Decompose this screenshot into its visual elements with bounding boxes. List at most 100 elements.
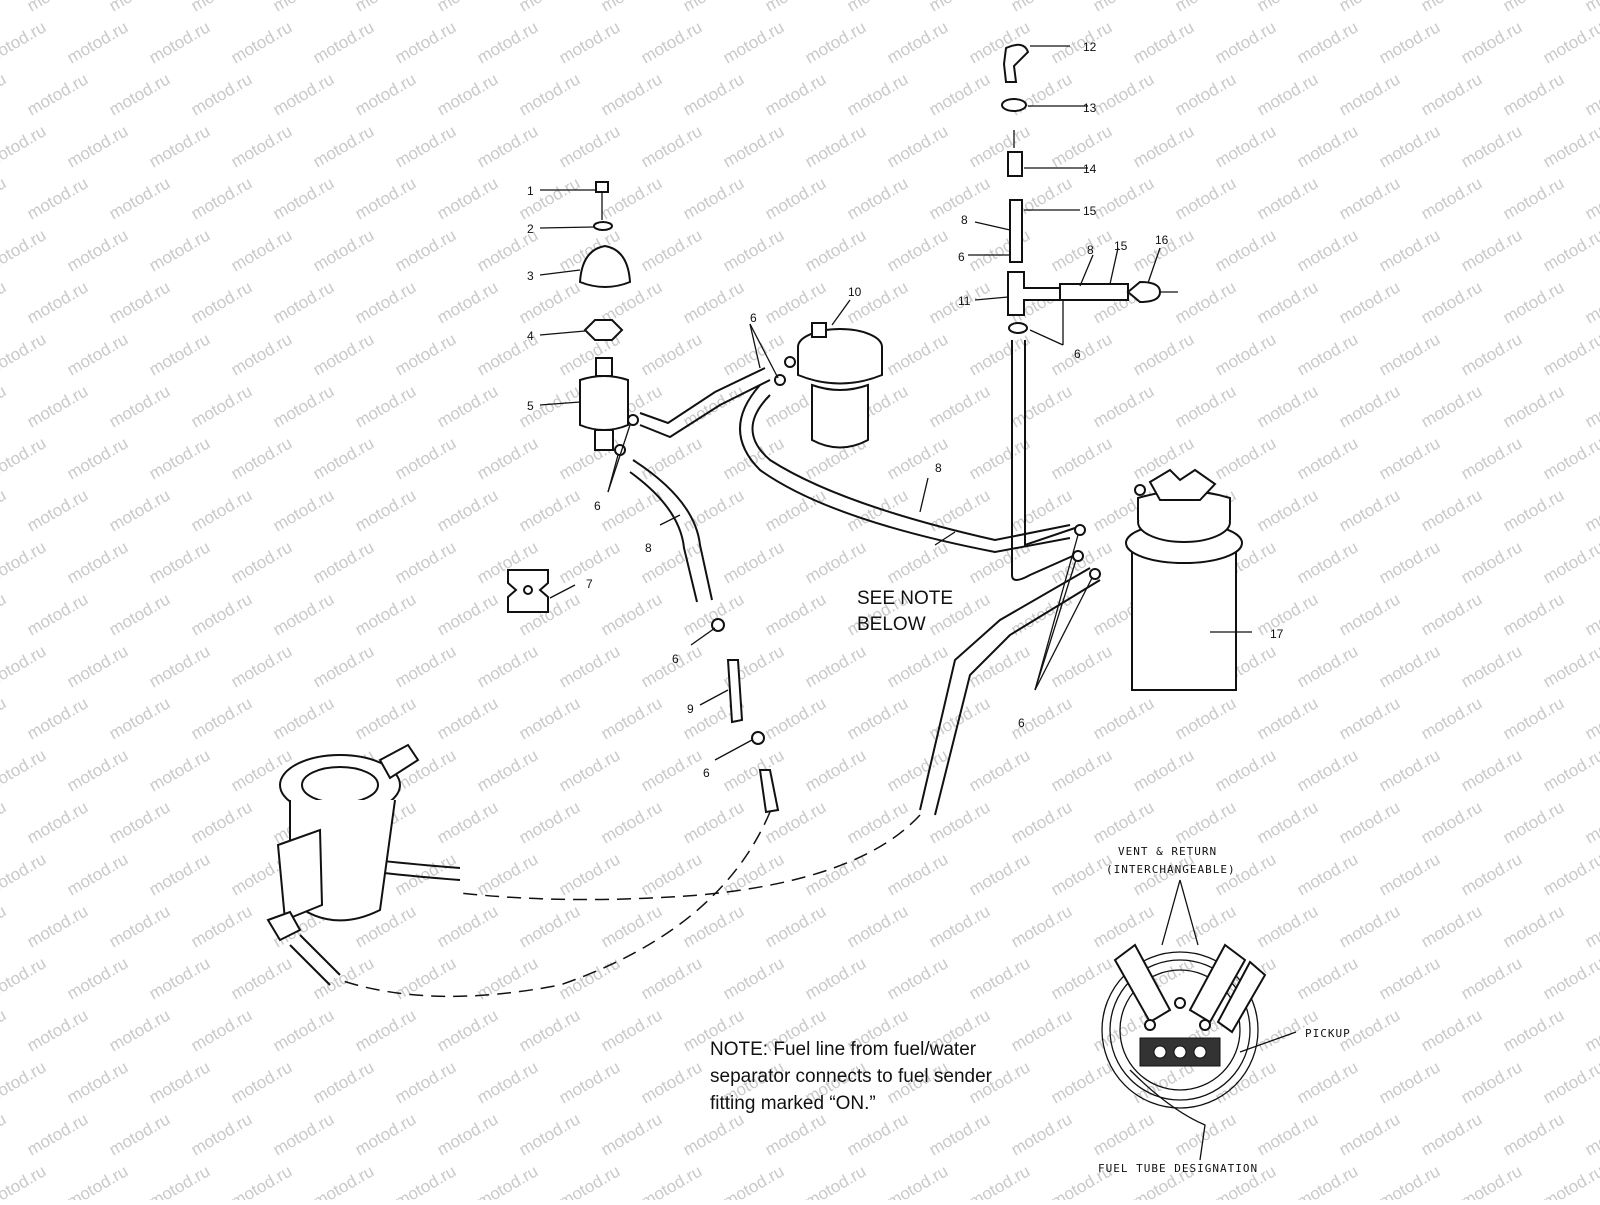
watermark-text: motod.ru: [188, 1005, 256, 1055]
watermark-text: motod.ru: [146, 641, 214, 691]
watermark-text: motod.ru: [1540, 1057, 1600, 1107]
watermark-text: motod.ru: [1582, 69, 1600, 119]
watermark-text: motod.ru: [310, 17, 378, 67]
watermark-text: motod.ru: [64, 121, 132, 171]
watermark-text: motod.ru: [844, 797, 912, 847]
callout-8: 8: [961, 213, 968, 227]
watermark-text: motod.ru: [598, 69, 666, 119]
watermark-text: motod.ru: [1294, 1057, 1362, 1107]
watermark-text: motod.ru: [434, 277, 502, 327]
watermark-text: motod.ru: [228, 953, 296, 1003]
watermark-text: motod.ru: [1254, 0, 1322, 15]
watermark-text: motod.ru: [966, 329, 1034, 379]
watermark-text: motod.ru: [1336, 173, 1404, 223]
watermark-text: motod.ru: [392, 1161, 460, 1200]
watermark-text: motod.ru: [106, 1109, 174, 1159]
watermark-text: motod.ru: [1376, 329, 1444, 379]
callout-15: 15: [1083, 204, 1097, 218]
watermark-text: motod.ru: [24, 277, 92, 327]
watermark-text: motod.ru: [1294, 1161, 1362, 1200]
watermark-text: motod.ru: [1540, 537, 1600, 587]
watermark-text: motod.ru: [352, 485, 420, 535]
watermark-text: motod.ru: [966, 225, 1034, 275]
watermark-text: motod.ru: [844, 1109, 912, 1159]
watermark-text: motod.ru: [434, 589, 502, 639]
watermark-text: motod.ru: [884, 849, 952, 899]
watermark-text: motod.ru: [434, 381, 502, 431]
watermark-text: motod.ru: [146, 121, 214, 171]
watermark-text: motod.ru: [966, 641, 1034, 691]
watermark-text: motod.ru: [1500, 277, 1568, 327]
watermark-text: motod.ru: [0, 17, 49, 67]
watermark-text: motod.ru: [1376, 953, 1444, 1003]
watermark-text: motod.ru: [1540, 849, 1600, 899]
watermark-text: motod.ru: [1090, 173, 1158, 223]
watermark-text: motod.ru: [392, 953, 460, 1003]
watermark-text: motod.ru: [1294, 121, 1362, 171]
watermark-text: motod.ru: [638, 745, 706, 795]
watermark-text: motod.ru: [352, 693, 420, 743]
watermark-text: motod.ru: [1458, 329, 1526, 379]
watermark-text: motod.ru: [1048, 641, 1116, 691]
watermark-text: motod.ru: [1336, 381, 1404, 431]
watermark-text: motod.ru: [1376, 1161, 1444, 1200]
watermark-text: motod.ru: [1294, 745, 1362, 795]
watermark-text: motod.ru: [188, 0, 256, 15]
watermark-text: motod.ru: [1254, 277, 1322, 327]
watermark-text: motod.ru: [64, 17, 132, 67]
callout-6: 6: [958, 250, 965, 264]
watermark-text: motod.ru: [1212, 329, 1280, 379]
watermark-text: motod.ru: [188, 589, 256, 639]
watermark-text: motod.ru: [1500, 485, 1568, 535]
watermark-text: motod.ru: [1008, 901, 1076, 951]
watermark-text: motod.ru: [762, 901, 830, 951]
watermark-text: motod.ru: [680, 589, 748, 639]
callout-4: 4: [527, 329, 534, 343]
watermark-text: motod.ru: [1172, 693, 1240, 743]
watermark-text: motod.ru: [598, 0, 666, 15]
parts: [266, 43, 1243, 942]
watermark-text: motod.ru: [516, 797, 584, 847]
watermark-text: motod.ru: [24, 485, 92, 535]
watermark-text: motod.ru: [598, 901, 666, 951]
watermark-text: motod.ru: [1540, 745, 1600, 795]
watermark-text: motod.ru: [556, 953, 624, 1003]
watermark-text: motod.ru: [106, 0, 174, 15]
watermark-text: motod.ru: [0, 381, 9, 431]
watermark-text: motod.ru: [966, 849, 1034, 899]
watermark-text: motod.ru: [966, 121, 1034, 171]
watermark-text: motod.ru: [1008, 485, 1076, 535]
watermark-text: motod.ru: [966, 433, 1034, 483]
watermark-text: motod.ru: [1212, 225, 1280, 275]
watermark-text: motod.ru: [1500, 173, 1568, 223]
watermark-text: motod.ru: [0, 121, 49, 171]
callout-11: 11: [958, 294, 971, 308]
watermark-text: motod.ru: [1458, 849, 1526, 899]
watermark-text: motod.ru: [638, 329, 706, 379]
watermark-text: motod.ru: [762, 0, 830, 15]
watermark-text: motod.ru: [844, 173, 912, 223]
watermark-text: motod.ru: [146, 745, 214, 795]
watermark-text: motod.ru: [1130, 121, 1198, 171]
watermark-text: motod.ru: [638, 225, 706, 275]
watermark-text: motod.ru: [1582, 1109, 1600, 1159]
watermark-text: motod.ru: [1336, 1109, 1404, 1159]
watermark-text: motod.ru: [106, 589, 174, 639]
watermark-text: motod.ru: [434, 485, 502, 535]
watermark-text: motod.ru: [1500, 693, 1568, 743]
watermark-text: motod.ru: [1048, 1057, 1116, 1107]
watermark-text: motod.ru: [24, 901, 92, 951]
watermark-text: motod.ru: [1418, 1005, 1486, 1055]
watermark-text: motod.ru: [966, 953, 1034, 1003]
watermark-text: motod.ru: [1172, 381, 1240, 431]
watermark-text: motod.ru: [228, 537, 296, 587]
watermark-text: motod.ru: [1090, 1109, 1158, 1159]
watermark-text: motod.ru: [638, 121, 706, 171]
watermark-text: motod.ru: [638, 641, 706, 691]
watermark-text: motod.ru: [598, 1005, 666, 1055]
watermark-text: motod.ru: [884, 641, 952, 691]
watermark-text: motod.ru: [556, 641, 624, 691]
watermark-text: motod.ru: [106, 485, 174, 535]
watermark-text: motod.ru: [1376, 537, 1444, 587]
